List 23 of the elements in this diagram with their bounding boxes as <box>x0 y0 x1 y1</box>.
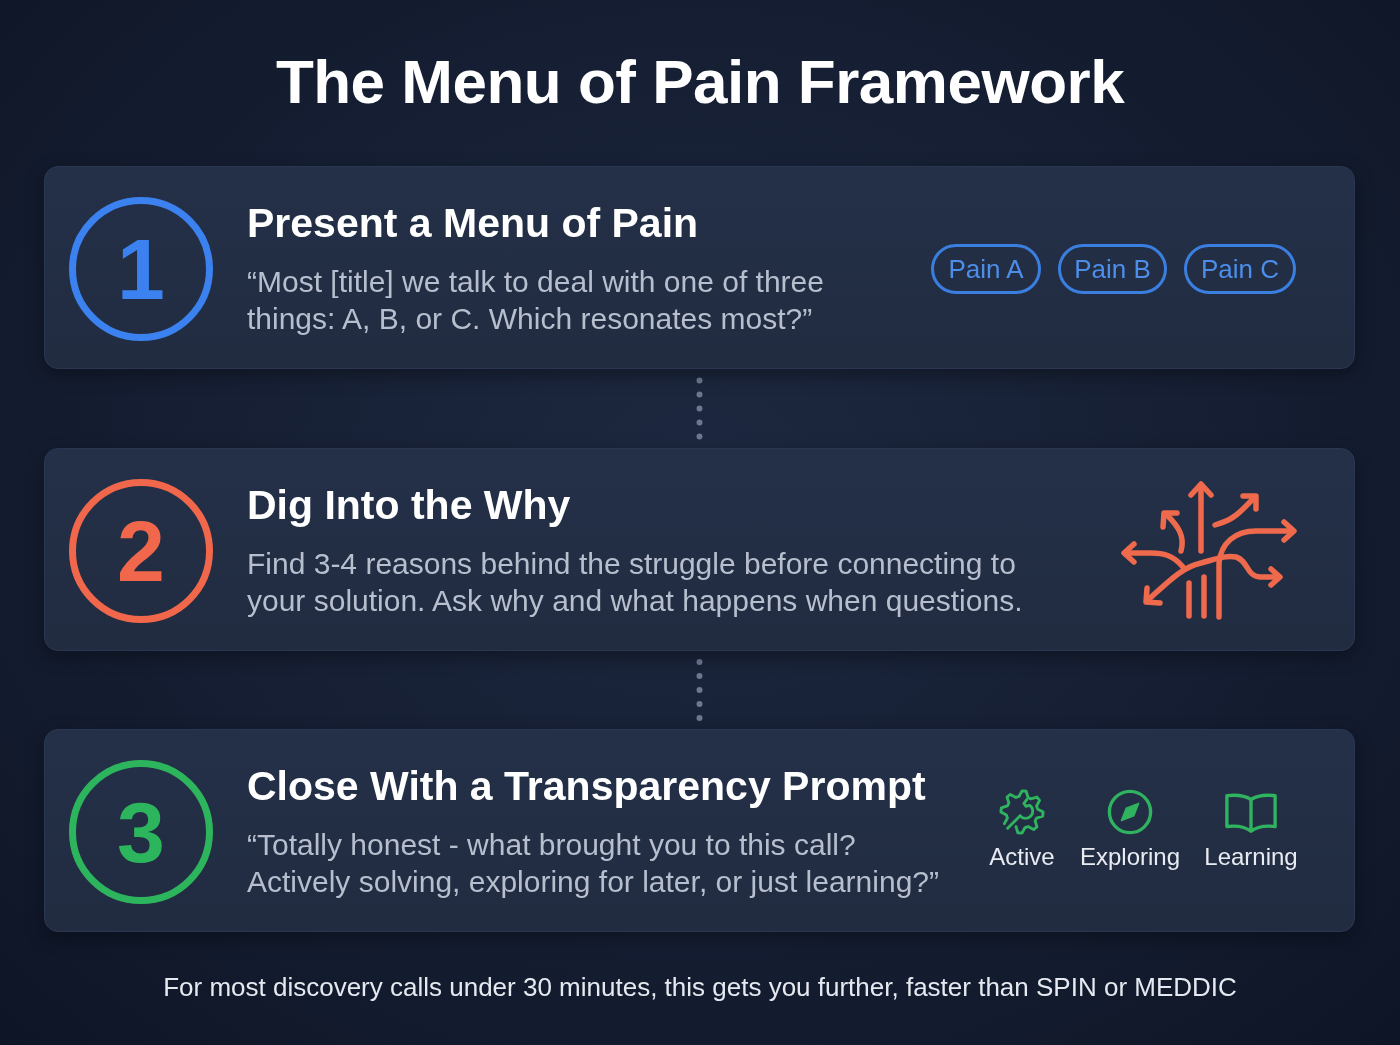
number-circle <box>69 197 213 341</box>
pain-tag: Pain C <box>1184 244 1296 294</box>
number-circle <box>69 479 213 623</box>
option-label: Exploring <box>1079 843 1181 870</box>
pain-tag: Pain B <box>1058 244 1167 294</box>
step-description: “Most [title] we talk to deal with one of three things: A, B, or C. Which resonates most?” <box>247 264 825 337</box>
diagram-title: The Menu of Pain Framework <box>275 46 1125 118</box>
option-label: Active <box>989 843 1055 870</box>
step-card <box>44 166 1355 369</box>
step-heading: Close With a Transparency Prompt <box>247 762 926 810</box>
step-card <box>44 448 1355 651</box>
step-number: 1 <box>117 226 165 312</box>
step-description: “Totally honest - what brought you to this call? Actively solving, exploring for later, or just learning?” <box>247 827 940 900</box>
step-card <box>44 729 1355 932</box>
step-heading: Dig Into the Why <box>247 481 571 529</box>
step-number: 2 <box>117 508 165 594</box>
step-number: 3 <box>117 789 165 875</box>
number-circle <box>69 760 213 904</box>
step-description: Find 3-4 reasons behind the struggle before connecting to your solution. Ask why and what happens when questions. <box>247 546 1024 619</box>
option-label: Learning <box>1204 843 1298 870</box>
footer-note: For most discovery calls under 30 minutes, this gets you further, faster than SPIN or MEDDIC <box>163 972 1237 1003</box>
pain-tag: Pain A <box>931 244 1041 294</box>
step-heading: Present a Menu of Pain <box>247 199 699 247</box>
